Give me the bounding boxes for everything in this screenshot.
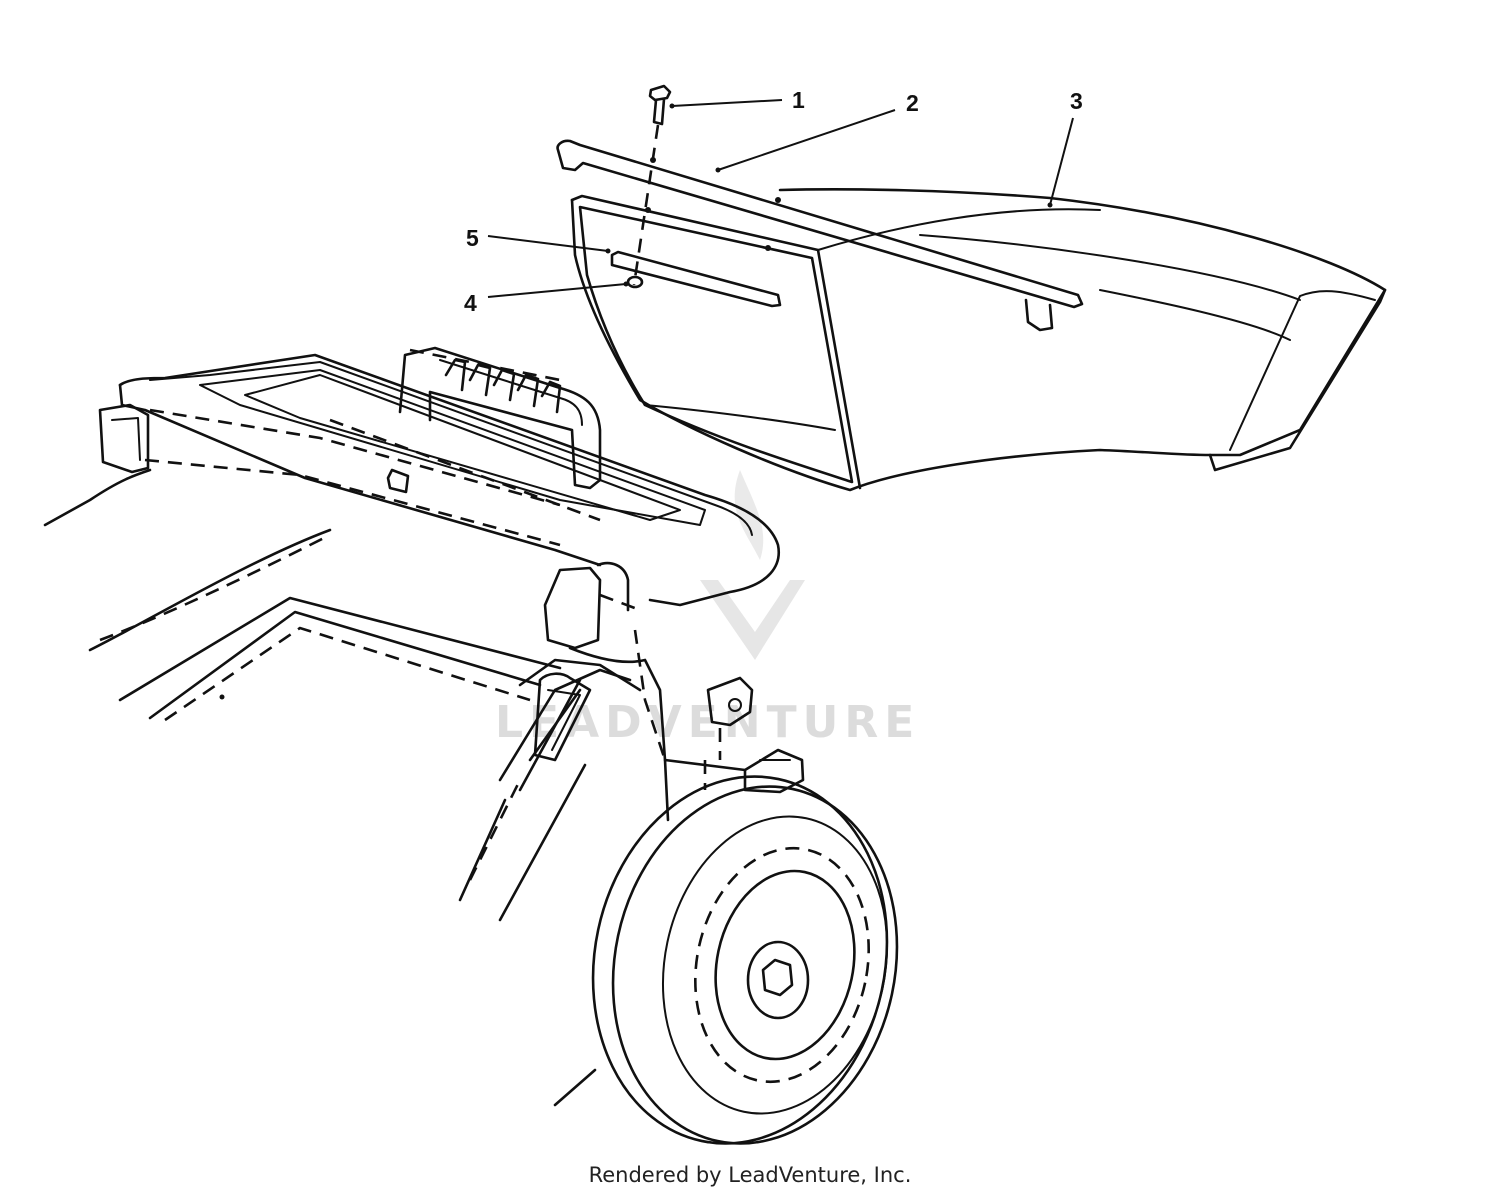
callout-3: 3 (1070, 88, 1083, 114)
wheel (591, 775, 899, 1145)
callout-4: 4 (464, 290, 477, 316)
leader-lines (487, 99, 1074, 298)
footer-credit: Rendered by LeadVenture, Inc. (588, 1163, 912, 1187)
deck-handle-assembly (98, 346, 781, 650)
mower-body (43, 468, 805, 1107)
bolt (632, 84, 672, 286)
callout-5: 5 (466, 225, 479, 251)
stiffener-bar (610, 250, 782, 308)
grass-bag (556, 139, 1387, 492)
callout-1: 1 (792, 87, 805, 113)
callout-2: 2 (906, 90, 919, 116)
watermark: LEADVENTURE (495, 470, 920, 748)
nut (626, 275, 644, 289)
watermark-logo-icon (700, 580, 805, 660)
wheel-hub-nut (761, 958, 794, 997)
top-frame-rod (556, 139, 1084, 309)
watermark-text: LEADVENTURE (495, 697, 920, 748)
